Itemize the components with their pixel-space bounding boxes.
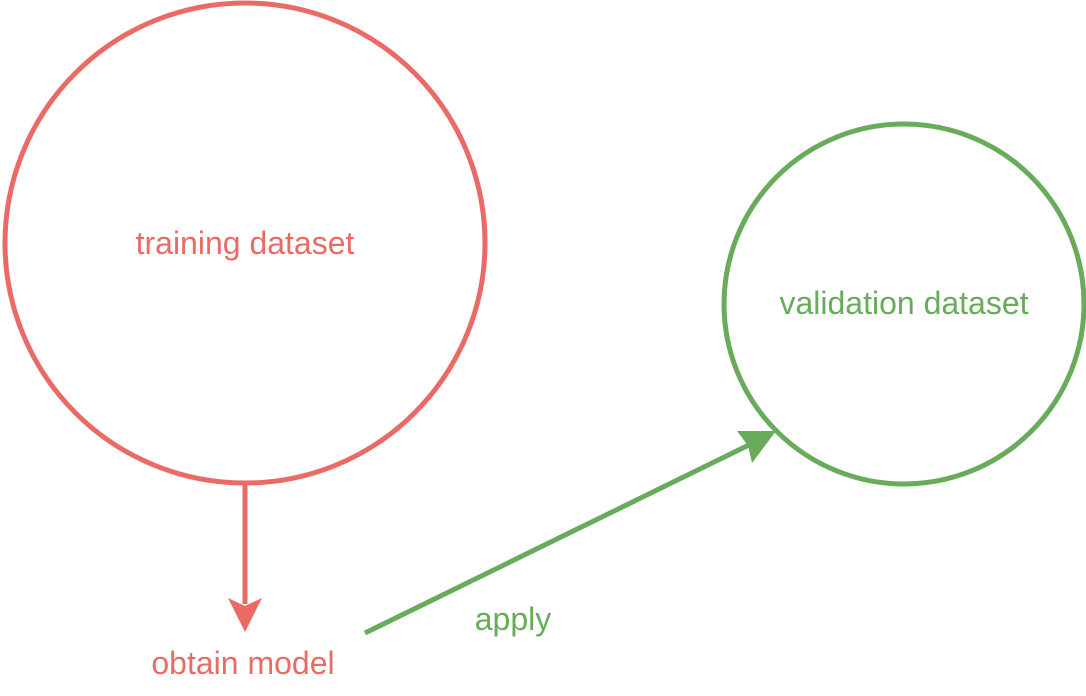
apply-arrow[interactable] <box>363 431 776 636</box>
apply-label: apply <box>475 601 552 637</box>
training-dataset-label: training dataset <box>136 225 355 261</box>
validation-dataset-node[interactable]: validation dataset <box>721 121 1086 487</box>
training-dataset-node[interactable]: training dataset <box>2 0 488 486</box>
obtain-model-arrow[interactable] <box>228 485 262 632</box>
apply-arrowhead <box>737 431 776 463</box>
obtain-model-label: obtain model <box>151 645 334 681</box>
apply-arrow-line <box>363 439 757 636</box>
validation-dataset-label: validation dataset <box>779 285 1028 321</box>
obtain-model-arrowhead <box>228 598 262 632</box>
training-dataset-circle <box>2 0 488 486</box>
validation-dataset-circle <box>721 121 1086 487</box>
